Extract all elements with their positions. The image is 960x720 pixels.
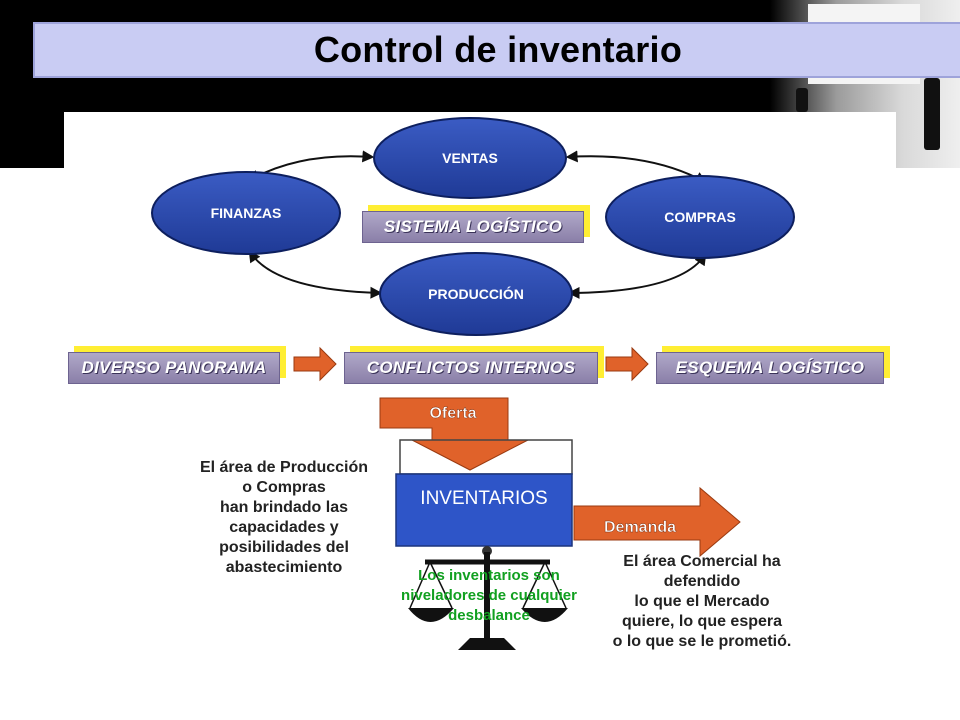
flow-arrow-2 <box>605 346 649 382</box>
produccion-label: PRODUCCIÓN <box>428 285 524 302</box>
ventas-label: VENTAS <box>442 150 498 166</box>
flow-arrow-1 <box>293 346 337 382</box>
compras-label: COMPRAS <box>664 209 736 225</box>
balance-note: Los inventarios son niveladores de cualq… <box>372 566 606 626</box>
person-silhouette-icon <box>796 88 808 112</box>
arrow-compras-produccion <box>567 253 707 299</box>
note-line: El área de Producción <box>199 459 369 476</box>
inventory-box <box>395 473 573 547</box>
note-line: o Compras <box>242 479 326 496</box>
demanda-arrow <box>573 486 741 558</box>
note-line: han brindado las <box>219 499 348 516</box>
ventas-node <box>373 117 567 199</box>
page-title: Control de inventario <box>313 29 683 70</box>
sistema-logistico-label: SISTEMA LOGÍSTICO <box>362 211 584 243</box>
left-black-block <box>0 112 64 168</box>
note-line: capacidades y <box>229 519 339 536</box>
note-line: o lo que se le prometió. <box>612 633 792 650</box>
balance-scale-icon <box>408 546 568 650</box>
finanzas-label: FINANZAS <box>211 205 282 221</box>
inventarios-label: INVENTARIOS <box>420 488 547 509</box>
stage-esquema-logistico: ESQUEMA LOGÍSTICO <box>656 352 884 384</box>
compras-node <box>605 175 795 259</box>
stage-diverso-panorama: DIVERSO PANORAMA <box>68 352 280 384</box>
title-bar: Control de inventario <box>33 22 960 78</box>
note-line: desbalance <box>448 607 530 624</box>
note-line: lo que el Mercado <box>634 593 770 610</box>
oferta-arrow <box>379 397 529 471</box>
stage-conflictos-internos: CONFLICTOS INTERNOS <box>344 352 598 384</box>
note-line: defendido <box>663 573 741 590</box>
finanzas-node <box>151 171 341 255</box>
note-line: niveladores de cualquier <box>401 587 577 604</box>
arrow-finanzas-produccion <box>248 249 383 299</box>
demanda-label: Demanda <box>604 519 676 536</box>
produccion-node <box>379 252 573 336</box>
oferta-label: Oferta <box>429 405 476 422</box>
note-line: abastecimiento <box>225 559 343 576</box>
person-silhouette-icon <box>924 78 940 150</box>
note-line: Los inventarios son <box>418 567 560 584</box>
note-line: El área Comercial ha <box>623 553 781 570</box>
commercial-note: El área Comercial ha defendido lo que el… <box>584 552 820 652</box>
note-line: posibilidades del <box>219 539 349 556</box>
note-line: quiere, lo que espera <box>621 613 783 630</box>
production-note: El área de Producción o Compras han brin… <box>176 458 392 578</box>
